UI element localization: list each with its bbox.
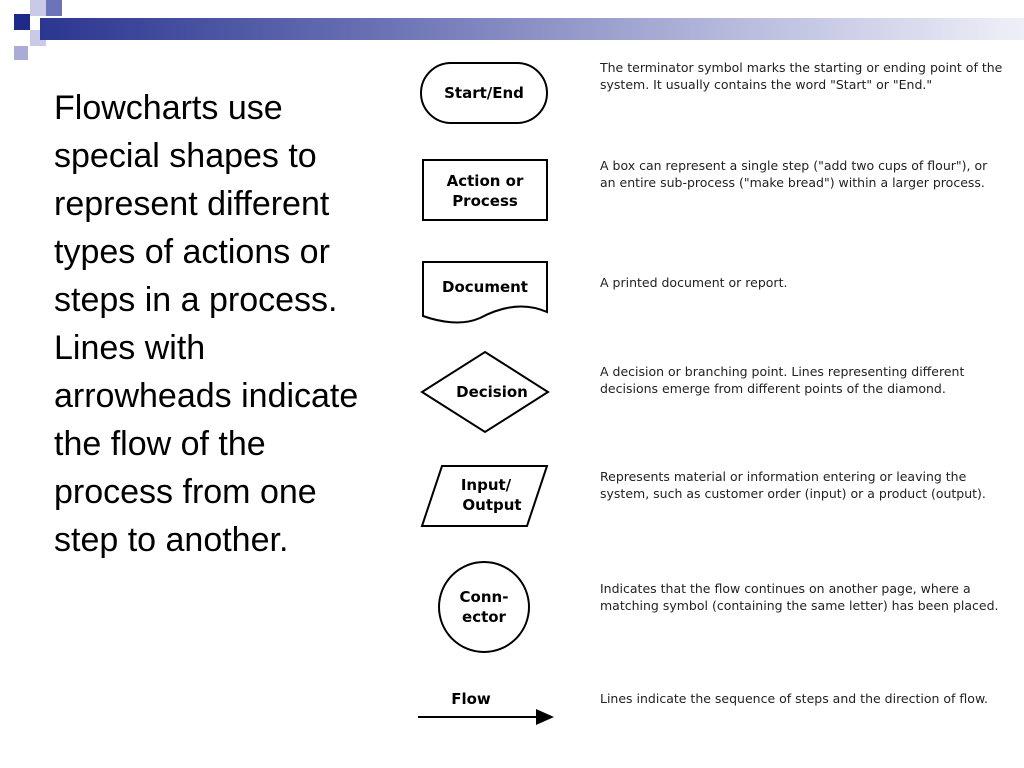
decision-description: A decision or branching point. Lines rep…: [600, 364, 965, 396]
deco-square-2: [30, 0, 46, 16]
deco-square-3: [46, 0, 62, 16]
input-output-symbol: Input/ Output: [420, 465, 549, 527]
process-description: A box can represent a single step ("add …: [600, 158, 988, 190]
connector-description: Indicates that the flow continues on ano…: [600, 581, 999, 613]
document-symbol: Document: [422, 261, 548, 324]
decision-symbol: Decision: [420, 350, 550, 434]
flow-description: Lines indicate the sequence of steps and…: [600, 691, 989, 706]
input-output-description: Represents material or information enter…: [600, 469, 986, 501]
terminator-symbol: Start/End: [420, 62, 548, 124]
body-text: Flowcharts use special shapes to represe…: [54, 89, 359, 559]
flow-symbol: Flow: [418, 690, 554, 725]
document-description: A printed document or report.: [600, 275, 788, 290]
connector-label-line2: ector: [462, 608, 507, 626]
arrowhead-icon: [536, 709, 554, 725]
header-gradient-bar: [40, 18, 1024, 40]
decision-label: Decision: [456, 383, 528, 401]
terminator-description: The terminator symbol marks the starting…: [600, 60, 1003, 92]
connector-symbol: Conn- ector: [438, 561, 530, 653]
process-label-line2: Process: [452, 192, 518, 210]
deco-square-5: [14, 46, 28, 60]
terminator-label: Start/End: [444, 84, 524, 102]
deco-square-1: [14, 14, 30, 30]
input-output-label-line1: Input/: [461, 476, 512, 494]
document-label: Document: [442, 278, 528, 296]
input-output-label-line2: Output: [462, 496, 521, 514]
process-symbol: Action or Process: [422, 159, 548, 221]
connector-label-line1: Conn-: [460, 588, 509, 606]
process-label-line1: Action or: [447, 172, 524, 190]
flow-label: Flow: [451, 690, 491, 708]
